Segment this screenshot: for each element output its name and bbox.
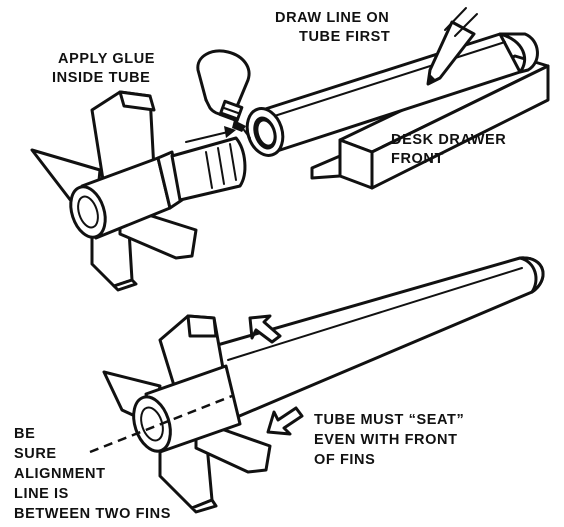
upper-fin-unit	[30, 90, 247, 292]
tube-seat-label-1: TUBE MUST “SEAT”	[314, 412, 464, 428]
apply-glue-label-1: APPLY GLUE	[58, 51, 155, 67]
tube-seat-label-3: OF FINS	[314, 452, 375, 468]
arrow-icon	[248, 314, 304, 436]
be-sure-label-5: BETWEEN TWO FINS	[14, 506, 171, 522]
lower-fin-unit	[102, 314, 272, 514]
alignment-line	[89, 394, 233, 454]
draw-line-label-2: TUBE FIRST	[299, 29, 390, 45]
be-sure-label-1: BE	[14, 426, 35, 442]
be-sure-label-2: SURE	[14, 446, 57, 462]
tube-seat-label-2: EVEN WITH FRONT	[314, 432, 458, 448]
apply-glue-label-2: INSIDE TUBE	[52, 70, 150, 86]
draw-line-label-1: DRAW LINE ON	[275, 10, 389, 26]
glue-bottle-icon	[196, 49, 251, 139]
desk-drawer-label-1: DESK DRAWER	[391, 132, 506, 148]
desk-drawer-label-2: FRONT	[391, 151, 444, 167]
be-sure-label-3: ALIGNMENT	[14, 466, 106, 482]
upper-body-tube	[245, 32, 539, 157]
be-sure-label-4: LINE IS	[14, 486, 69, 502]
assembled-body-tube	[198, 256, 545, 422]
pencil-icon	[426, 7, 478, 86]
